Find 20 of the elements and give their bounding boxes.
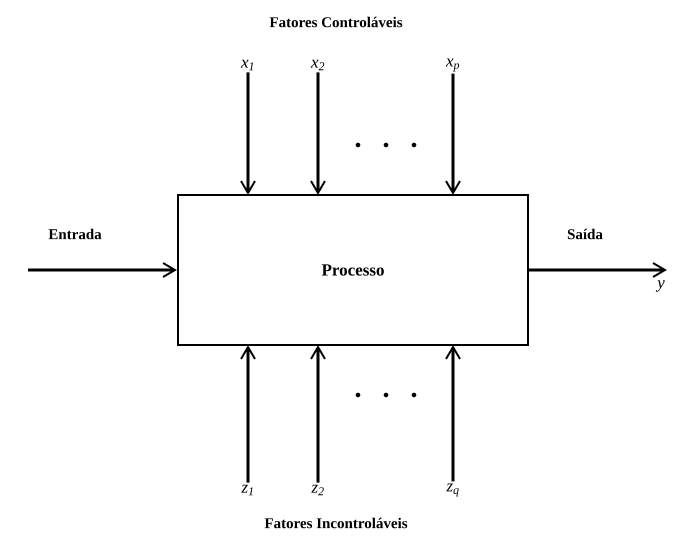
- edge-label: Saída: [568, 228, 603, 240]
- variable-label: z$_{2}$: [311, 484, 324, 496]
- arrow: [310, 345, 326, 483]
- arrow: [240, 72, 256, 195]
- edge-label: Entrada: [48, 228, 102, 240]
- variable-label: z$_{1}$: [241, 484, 253, 496]
- process-box: Processo: [177, 194, 529, 346]
- arrow: [28, 262, 177, 278]
- caption: Fatores Incontroláveis: [264, 518, 408, 528]
- variable-label: y: [656, 280, 665, 292]
- variable-label: x$_{p}$: [446, 58, 460, 72]
- variable-label: z$_{q}$: [446, 484, 459, 496]
- arrow: [240, 345, 256, 483]
- arrow: [445, 345, 461, 482]
- arrow: [529, 262, 667, 278]
- arrow: [445, 74, 461, 195]
- arrow: [310, 72, 326, 195]
- title: Fatores Controláveis: [270, 16, 402, 28]
- variable-label: x$_{2}$: [310, 60, 324, 70]
- variable-label: x$_{1}$: [240, 60, 254, 70]
